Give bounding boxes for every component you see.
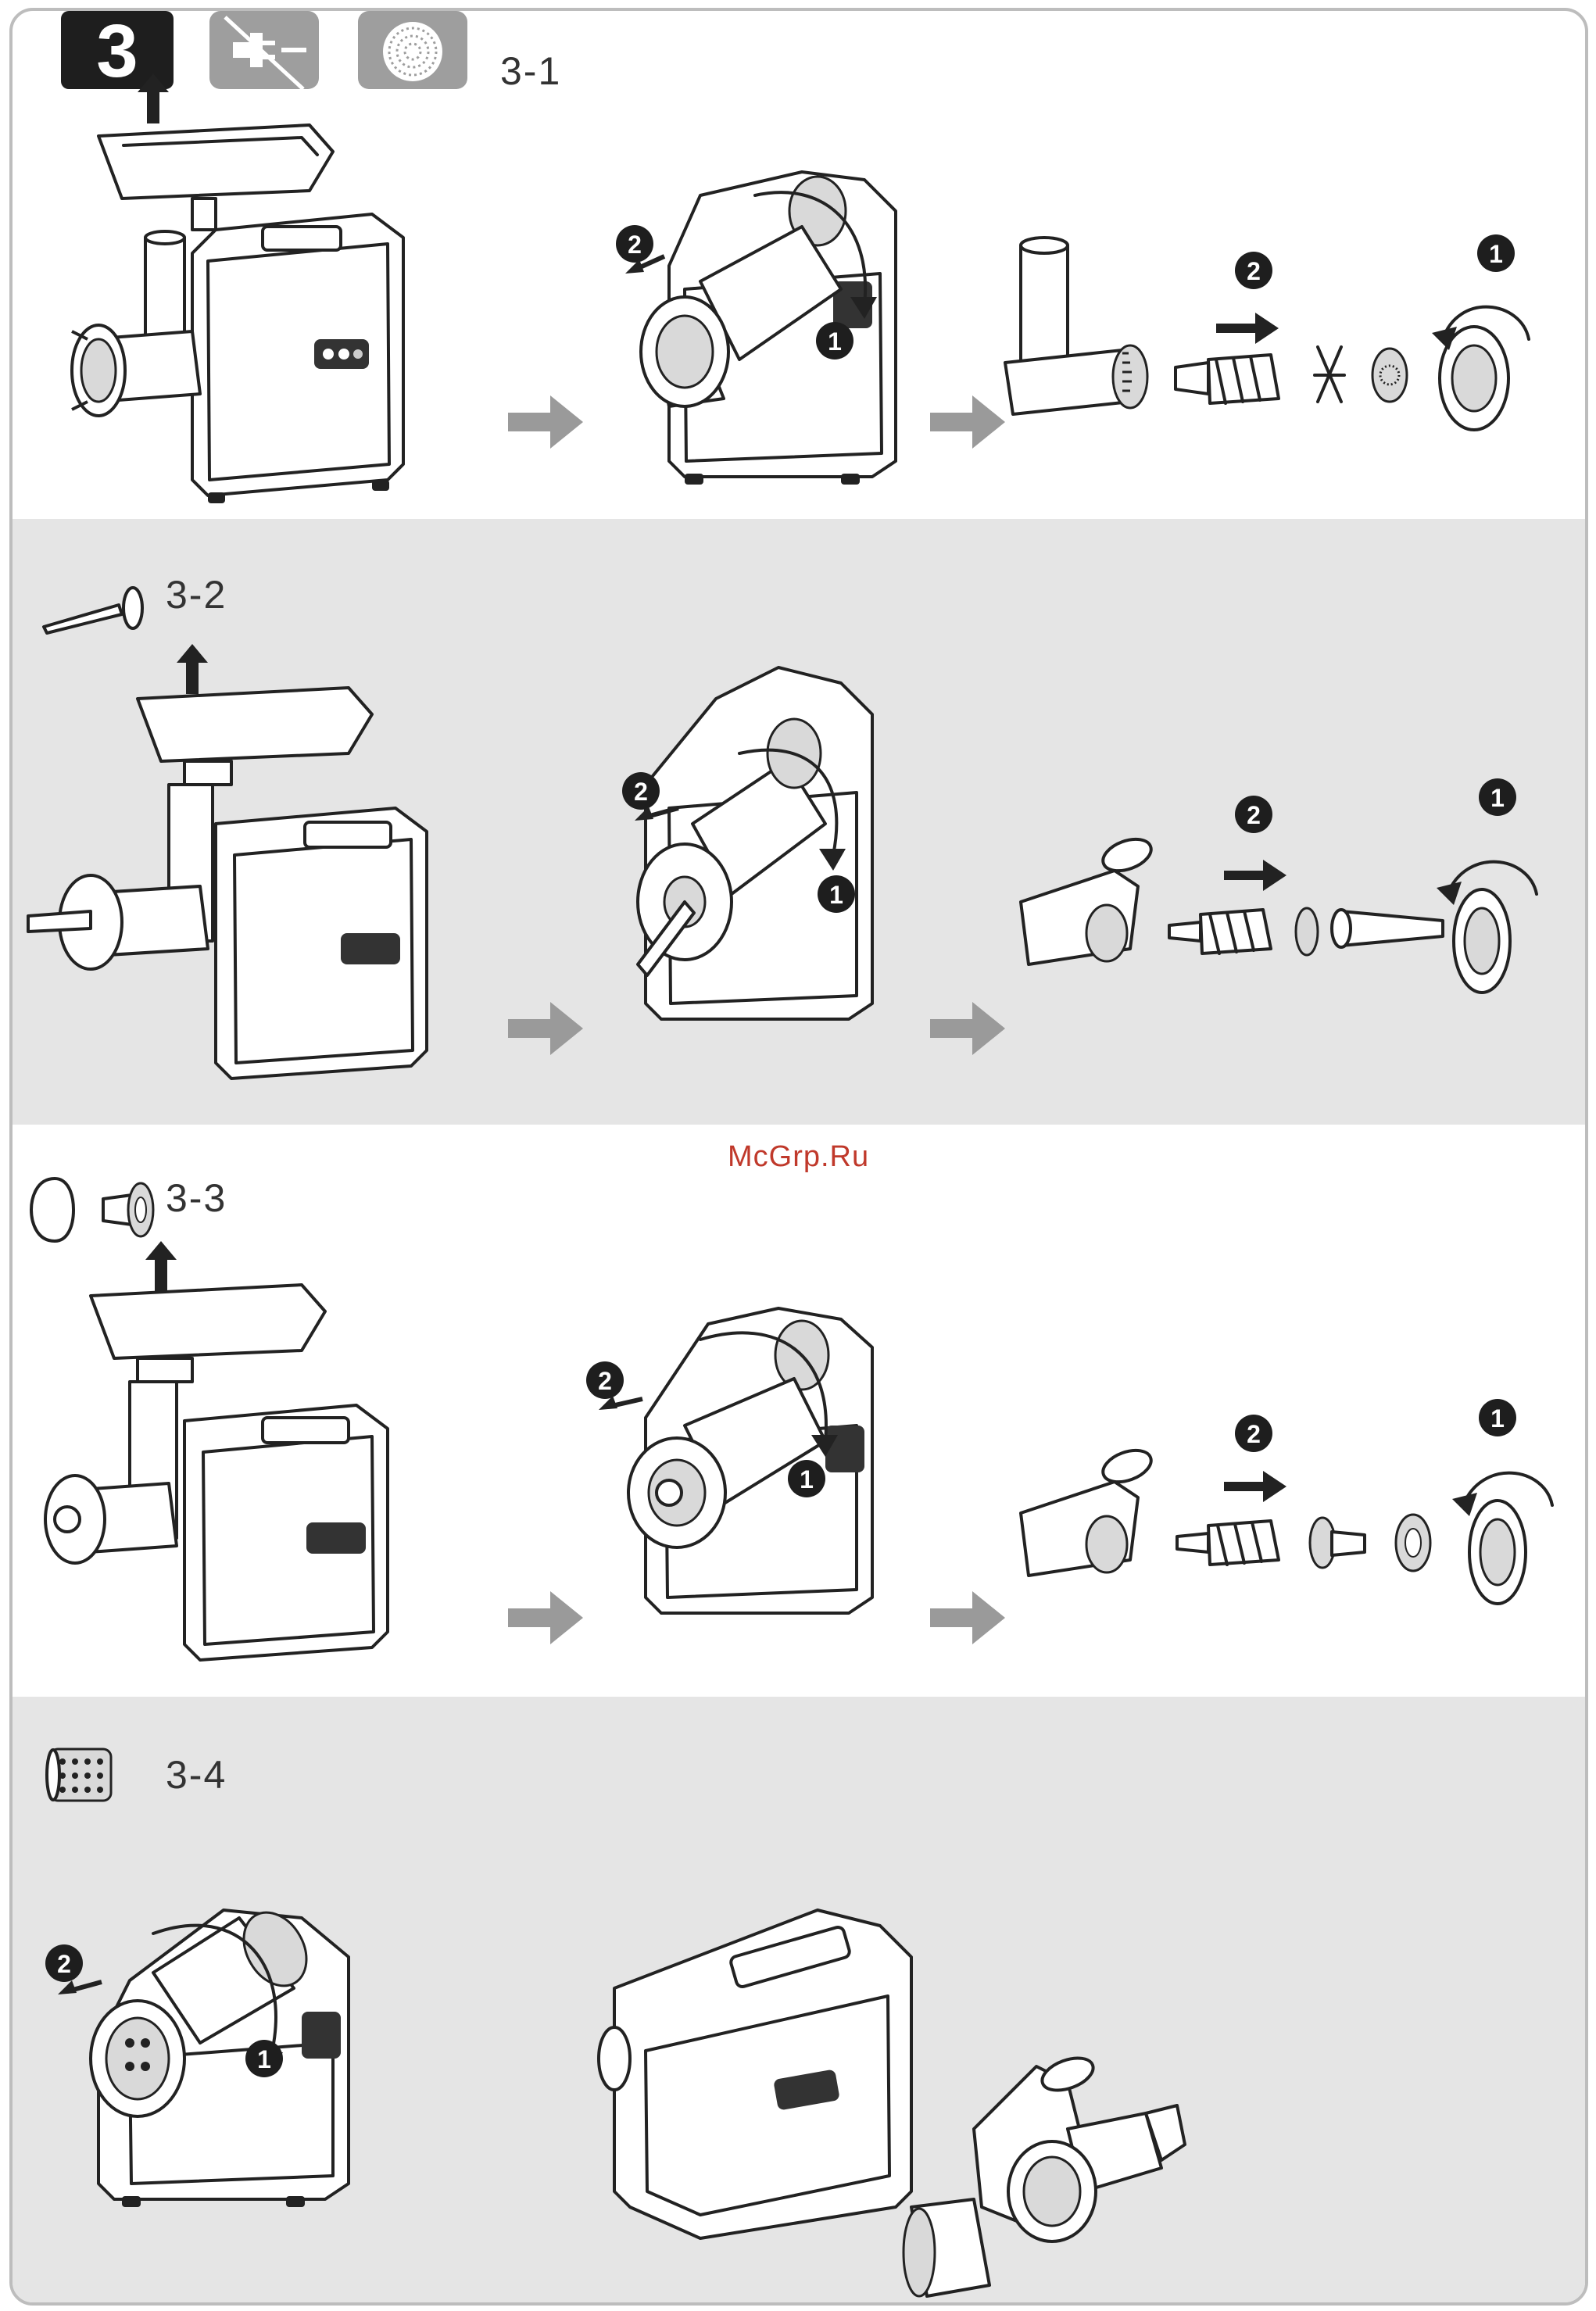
svg-text:1: 1 <box>1490 784 1505 812</box>
instruction-page: 3 3-1 3-2 3-3 3-4 <box>9 8 1588 2306</box>
marker-1: 1 <box>783 1455 830 1502</box>
svg-text:2: 2 <box>1247 801 1261 829</box>
next-arrow <box>930 395 1008 450</box>
section-label-3-1: 3-1 <box>500 48 561 94</box>
marker-1: 1 <box>1474 774 1521 821</box>
marker-1: 1 <box>811 317 858 364</box>
svg-text:2: 2 <box>634 778 648 806</box>
svg-text:2: 2 <box>1247 257 1261 285</box>
kebbe-parts-exploded-illustration <box>1013 1435 1576 1622</box>
next-arrow <box>508 1002 586 1057</box>
next-arrow <box>930 1591 1008 1646</box>
mincer-with-tray-illustration <box>75 73 466 511</box>
svg-text:1: 1 <box>829 881 843 909</box>
next-arrow <box>508 1591 586 1646</box>
grater-unlock-illustration <box>67 1887 395 2215</box>
svg-text:1: 1 <box>1489 240 1503 268</box>
mincer-unlock-head-illustration <box>607 164 919 500</box>
svg-text:2: 2 <box>628 231 642 259</box>
svg-text:2: 2 <box>57 1950 71 1978</box>
section-label-3-3: 3-3 <box>166 1175 227 1221</box>
motor-unit-and-grater-parts-illustration <box>583 1894 1224 2306</box>
next-arrow <box>930 1002 1008 1057</box>
svg-text:2: 2 <box>1247 1420 1261 1448</box>
watermark: McGrp.Ru <box>728 1140 869 1174</box>
marker-1: 1 <box>241 2035 288 2082</box>
marker-2: 2 <box>580 1358 658 1421</box>
sausage-nozzle-icon <box>41 581 150 636</box>
svg-text:1: 1 <box>257 2045 271 2073</box>
marker-2: 2 <box>1230 791 1277 838</box>
kebbe-accessory-icon <box>28 1175 161 1246</box>
mincer-kebbe-tray-illustration <box>44 1241 435 1663</box>
marker-1: 1 <box>813 871 860 918</box>
sausage-parts-exploded-illustration <box>1013 824 1576 1011</box>
marker-2: 2 <box>39 1941 117 2004</box>
marker-1: 1 <box>1473 230 1519 277</box>
svg-text:2: 2 <box>598 1367 612 1395</box>
next-arrow <box>508 395 586 450</box>
mincer-sausage-unlock-illustration <box>607 667 919 1043</box>
marker-2: 2 <box>616 769 694 832</box>
marker-2: 2 <box>1230 247 1277 294</box>
marker-2: 2 <box>1230 1410 1277 1457</box>
section-label-3-4: 3-4 <box>166 1752 227 1798</box>
section-label-3-2: 3-2 <box>166 572 227 617</box>
mincer-sausage-tray-illustration <box>28 644 450 1066</box>
marker-1: 1 <box>1474 1394 1521 1441</box>
svg-text:1: 1 <box>1490 1404 1505 1433</box>
mincer-kebbe-unlock-illustration <box>591 1308 904 1637</box>
marker-2: 2 <box>610 222 688 284</box>
grater-drum-icon <box>44 1744 122 1807</box>
svg-text:1: 1 <box>800 1465 814 1494</box>
svg-text:1: 1 <box>828 327 842 356</box>
